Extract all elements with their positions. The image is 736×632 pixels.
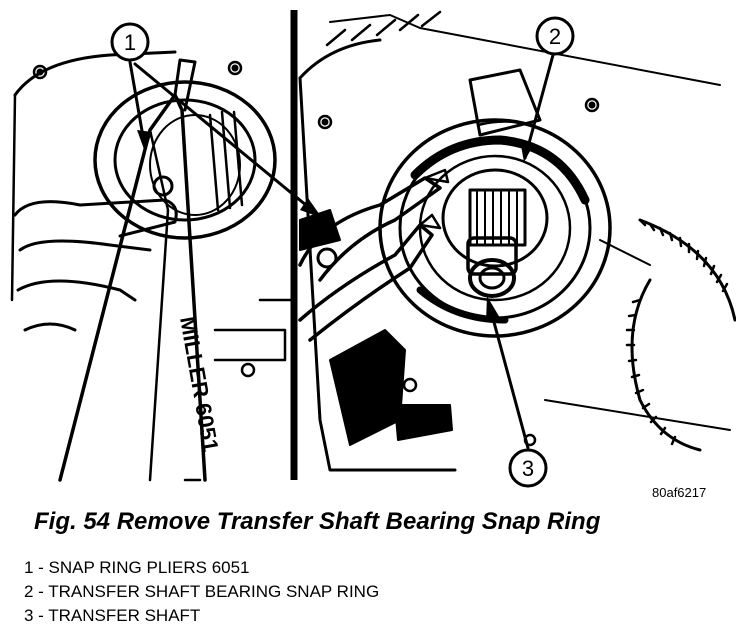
callout-1: 1 — [110, 22, 150, 62]
figure-caption: Fig. 54 Remove Transfer Shaft Bearing Sn… — [34, 508, 601, 535]
legend-list: 1 - SNAP RING PLIERS 6051 2 - TRANSFER S… — [24, 556, 379, 628]
hand — [13, 198, 178, 332]
callout-1-label: 1 — [124, 30, 136, 55]
left-panel-housing — [10, 50, 292, 378]
service-illustration: MILLER 6051 — [10, 10, 736, 488]
figure-id: 80af6217 — [652, 485, 707, 500]
snap-ring-pliers-right — [298, 168, 450, 342]
transfer-shaft-bearing — [378, 118, 612, 338]
callout-2: 2 — [535, 16, 575, 56]
legend-item-3: 3 - TRANSFER SHAFT — [24, 606, 201, 625]
ring-gear — [544, 218, 736, 452]
callout-3-label: 3 — [522, 456, 534, 481]
callout-leaders — [128, 53, 555, 450]
tool-label: MILLER 6051 — [175, 315, 223, 454]
legend-item-1: 1 - SNAP RING PLIERS 6051 — [24, 558, 250, 577]
transfer-shaft — [441, 168, 549, 298]
callout-3: 3 — [508, 448, 548, 488]
callout-2-label: 2 — [549, 24, 561, 49]
legend-item-2: 2 - TRANSFER SHAFT BEARING SNAP RING — [24, 582, 380, 601]
snap-ring-pliers-left — [58, 58, 207, 482]
